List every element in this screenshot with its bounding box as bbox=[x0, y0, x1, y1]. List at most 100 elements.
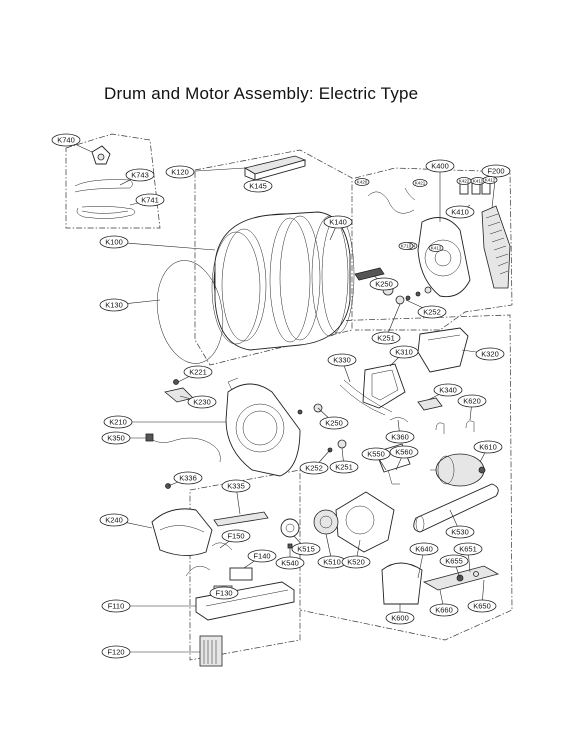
callout-k515: K515 bbox=[291, 542, 321, 556]
small-callout-k422: K422 bbox=[456, 177, 472, 185]
callout-oval bbox=[445, 525, 475, 539]
callout-oval bbox=[99, 235, 129, 249]
callout-text: K740 bbox=[57, 136, 75, 145]
callout-oval bbox=[409, 542, 439, 556]
callout-oval bbox=[329, 460, 359, 474]
lower-front-parts bbox=[165, 483, 269, 527]
callout-oval bbox=[101, 599, 131, 613]
callout-oval bbox=[299, 461, 329, 475]
callout-text: K655 bbox=[445, 557, 463, 566]
callout-text: K350 bbox=[107, 434, 125, 443]
callout-oval bbox=[467, 599, 497, 613]
callout-text: K250 bbox=[325, 419, 343, 428]
callout-k221: K221 bbox=[183, 365, 213, 379]
callout-text: K651 bbox=[459, 545, 477, 554]
callout-text: K640 bbox=[415, 545, 433, 554]
callout-k240: K240 bbox=[99, 513, 129, 527]
drum-top-parts bbox=[243, 155, 307, 190]
callout-oval bbox=[341, 555, 371, 569]
callout-oval bbox=[103, 415, 133, 429]
callout-text: K743 bbox=[131, 171, 149, 180]
callout-text: K120 bbox=[171, 168, 189, 177]
callout-k740: K740 bbox=[51, 133, 81, 147]
callout-k310: K310 bbox=[389, 345, 419, 359]
callout-k335: K335 bbox=[221, 479, 251, 493]
callout-oval bbox=[425, 159, 455, 173]
small-callout-k710: K710 bbox=[398, 242, 414, 250]
callout-text: K600 bbox=[391, 614, 409, 623]
callout-f130: F130 bbox=[209, 586, 239, 600]
callout-k610: K610 bbox=[473, 440, 503, 454]
callout-text: K530 bbox=[451, 528, 469, 537]
callout-k741: K741 bbox=[135, 193, 165, 207]
callout-k651: K651 bbox=[453, 542, 483, 556]
callout-f110: F110 bbox=[101, 599, 131, 613]
callout-text: K410 bbox=[451, 208, 469, 217]
callout-k743: K743 bbox=[125, 168, 155, 182]
callout-text: K330 bbox=[333, 356, 351, 365]
callout-k210: K210 bbox=[103, 415, 133, 429]
callout-oval bbox=[165, 165, 195, 179]
callout-text: K620 bbox=[463, 397, 481, 406]
callout-f140: F140 bbox=[247, 549, 277, 563]
callout-k510: K510 bbox=[317, 555, 347, 569]
callout-k350: K350 bbox=[101, 431, 131, 445]
callout-oval bbox=[221, 479, 251, 493]
callout-oval bbox=[209, 586, 239, 600]
callout-oval bbox=[221, 529, 251, 543]
callout-text: K400 bbox=[431, 162, 449, 171]
callout-k145: K145 bbox=[243, 179, 273, 193]
callout-k251: K251 bbox=[329, 460, 359, 474]
callout-text: K252 bbox=[305, 464, 323, 473]
callout-k550: K550 bbox=[361, 447, 391, 461]
callout-f150: F150 bbox=[221, 529, 251, 543]
callout-text: K230 bbox=[193, 398, 211, 407]
small-callout-text: K422 bbox=[459, 179, 470, 184]
callout-oval bbox=[389, 445, 419, 459]
callout-oval bbox=[481, 164, 511, 178]
callout-oval bbox=[369, 277, 399, 291]
callout-f200: F200 bbox=[481, 164, 511, 178]
callout-text: K515 bbox=[297, 545, 315, 554]
callout-oval bbox=[187, 395, 217, 409]
callout-text: K251 bbox=[377, 334, 395, 343]
callout-k250: K250 bbox=[319, 416, 349, 430]
callout-text: K335 bbox=[227, 482, 245, 491]
callout-text: K650 bbox=[473, 602, 491, 611]
callout-oval bbox=[327, 353, 357, 367]
small-callout-oval bbox=[354, 178, 370, 186]
callout-text: F150 bbox=[227, 532, 244, 541]
callout-oval bbox=[125, 168, 155, 182]
hose-kit-parts bbox=[74, 145, 136, 219]
callout-oval bbox=[361, 447, 391, 461]
callout-f120: F120 bbox=[101, 645, 131, 659]
exhaust-duct bbox=[413, 483, 499, 533]
callout-k336: K336 bbox=[173, 471, 203, 485]
callout-text: K610 bbox=[479, 443, 497, 452]
callout-text: K145 bbox=[249, 182, 267, 191]
small-callout-text: K710 bbox=[401, 244, 412, 249]
callout-k540: K540 bbox=[275, 556, 305, 570]
front-shaft-parts bbox=[297, 403, 347, 453]
callout-oval bbox=[429, 603, 459, 617]
callout-k650: K650 bbox=[467, 599, 497, 613]
callout-text: K310 bbox=[395, 348, 413, 357]
small-callout-k420: K420 bbox=[354, 178, 370, 186]
callout-text: F140 bbox=[253, 552, 270, 561]
callout-k360: K360 bbox=[385, 430, 415, 444]
callout-k655: K655 bbox=[439, 554, 469, 568]
callout-text: K252 bbox=[423, 308, 441, 317]
callout-text: K660 bbox=[435, 606, 453, 615]
front-bulkhead bbox=[145, 377, 301, 477]
drum bbox=[156, 211, 355, 364]
callout-text: K360 bbox=[391, 433, 409, 442]
callout-oval bbox=[457, 394, 487, 408]
callout-text: K560 bbox=[395, 448, 413, 457]
callout-k320: K320 bbox=[475, 347, 505, 361]
small-callout-text: K413 bbox=[431, 246, 442, 251]
callout-k130: K130 bbox=[99, 298, 129, 312]
callout-k230: K230 bbox=[187, 395, 217, 409]
heater-assembly bbox=[185, 542, 295, 667]
callout-oval bbox=[99, 513, 129, 527]
